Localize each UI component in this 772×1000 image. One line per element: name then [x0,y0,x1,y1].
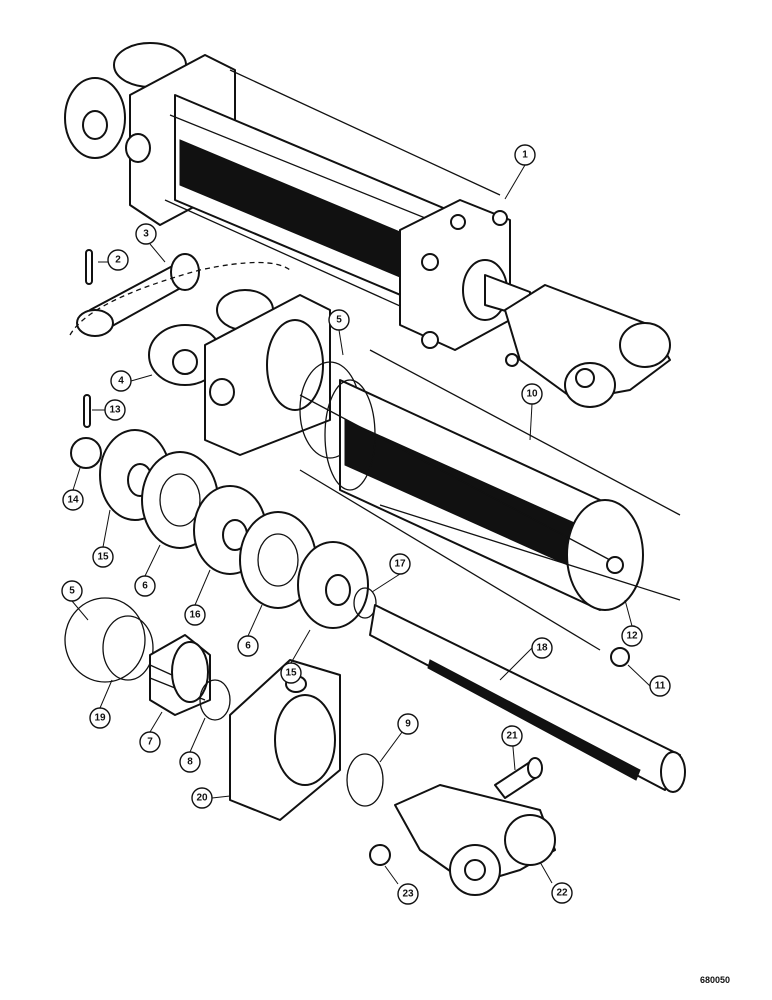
drawing-id: 680050 [700,975,731,985]
o-ring-small [353,587,377,619]
tie-rod [299,469,601,651]
svg-text:4: 4 [118,376,124,387]
o-ring-lower [64,597,146,683]
svg-text:7: 7 [147,737,153,748]
svg-text:15: 15 [97,552,109,563]
callout-12: 12 [621,625,643,647]
svg-text:19: 19 [94,713,106,724]
clevis-pin [76,253,200,337]
svg-text:8: 8 [187,757,193,768]
svg-text:10: 10 [526,389,538,400]
callout-23: 23 [397,883,419,905]
svg-text:13: 13 [109,405,121,416]
svg-text:3: 3 [143,229,149,240]
callout-15-left: 15 [92,546,114,568]
callout-14: 14 [62,489,84,511]
callout-19: 19 [89,707,111,729]
svg-text:6: 6 [245,641,251,652]
castle-nut [70,437,102,469]
callout-15-right: 15 [280,662,302,684]
svg-text:18: 18 [536,643,548,654]
svg-text:21: 21 [506,731,518,742]
bolt [494,757,543,799]
rod-seal [346,753,384,807]
callout-1: 1 [514,144,536,166]
callout-21: 21 [501,725,523,747]
callout-2: 2 [107,249,129,271]
callout-5-upper: 5 [328,309,350,331]
svg-text:6: 6 [142,581,148,592]
leader-lines [71,164,651,885]
svg-text:5: 5 [336,315,342,326]
svg-text:15: 15 [285,668,297,679]
callout-10: 10 [521,383,543,405]
cotter-pin-small [83,394,91,428]
callout-16: 16 [184,604,206,626]
callout-8: 8 [179,751,201,773]
tie-rod [369,349,681,516]
hex-nut-clevis [369,844,391,866]
callout-22: 22 [551,882,573,904]
rear-end-cap [148,289,331,456]
callout-6-left: 6 [134,575,156,597]
svg-text:16: 16 [189,610,201,621]
callout-13: 13 [104,399,126,421]
svg-text:14: 14 [67,495,79,506]
callout-5-lower: 5 [61,580,83,602]
svg-text:1: 1 [522,150,528,161]
rod-bushing [149,634,211,716]
callout-3: 3 [135,223,157,245]
callout-20: 20 [191,787,213,809]
svg-text:5: 5 [69,586,75,597]
assembled-cylinder [64,42,671,408]
piston-rod [369,604,686,793]
tie-rod [299,394,611,561]
svg-text:20: 20 [196,793,208,804]
svg-text:12: 12 [626,631,638,642]
tie-rod [379,504,681,601]
o-ring-8 [199,679,231,721]
hex-nut [606,556,624,574]
svg-text:11: 11 [655,681,666,692]
svg-text:23: 23 [402,889,414,900]
piston-stack [99,429,369,629]
svg-text:22: 22 [556,888,568,899]
callout-18: 18 [531,637,553,659]
svg-text:2: 2 [115,255,121,266]
front-end-cap [229,659,341,821]
cylinder-tube [324,379,644,611]
svg-text:9: 9 [405,719,411,730]
cotter-pin [85,249,93,285]
pin-dashed-outline [69,261,291,336]
retaining-ring [102,615,154,681]
callout-4: 4 [110,370,132,392]
callout-11: 11 [649,675,671,697]
callout-9: 9 [397,713,419,735]
callout-6-right: 6 [237,635,259,657]
callout-17: 17 [389,553,411,575]
svg-text:17: 17 [394,559,406,570]
hex-nut-rod [610,647,630,667]
callout-7: 7 [139,731,161,753]
rod-clevis [394,784,556,896]
